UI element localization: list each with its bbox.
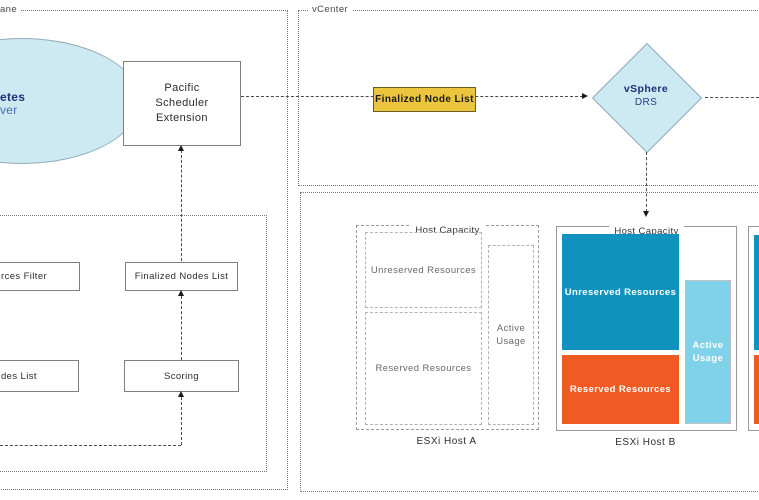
finalized-nodes-list-node: Finalized Nodes List	[125, 262, 238, 291]
connector-to-scoring-horizontal	[0, 445, 181, 446]
host-cluster-container	[300, 192, 759, 492]
host-a-capacity-label: Host Capacity	[410, 225, 485, 236]
finalized-nodes-list-label: Finalized Nodes List	[134, 271, 229, 282]
arrowhead-to-host-b	[642, 211, 649, 217]
connector-to-scoring-vertical	[181, 397, 182, 445]
pacific-line1: Pacific	[164, 82, 200, 94]
host-b-active-usage-label: Active Usage	[693, 339, 724, 365]
host-b-active-usage-box: Active Usage	[685, 280, 731, 424]
host-a-reserved-box: Reserved Resources	[365, 312, 482, 425]
scoring-label: Scoring	[163, 370, 199, 382]
host-b-unreserved-box: Unreserved Resources	[562, 234, 679, 350]
connector-scoring-to-finalized	[181, 296, 182, 360]
drs-line2: DRS	[634, 97, 658, 108]
host-b-active-line1: Active	[692, 340, 724, 351]
control-plane-label: ane	[0, 4, 22, 16]
vcenter-container	[298, 10, 759, 186]
host-b-capacity-heading: Host Capacity	[557, 221, 736, 239]
host-b-unreserved-label: Unreserved Resources	[564, 286, 677, 298]
nodes-list-label: des List	[1, 370, 37, 382]
host-b-active-line2: Usage	[692, 353, 724, 364]
connector-drs-to-host	[646, 152, 647, 212]
host-b-reserved-label: Reserved Resources	[569, 384, 672, 395]
host-a-unreserved-box: Unreserved Resources	[365, 232, 482, 308]
scoring-node: Scoring	[124, 360, 239, 392]
esxi-host-a: Host Capacity Unreserved Resources Reser…	[356, 225, 539, 430]
drs-line1: vSphere	[623, 83, 669, 95]
arrowhead-to-finalized-nodes	[177, 290, 184, 296]
pacific-line3: Extension	[156, 112, 208, 124]
pacific-scheduler-extension-label: Pacific Scheduler Extension	[155, 81, 208, 126]
host-a-active-usage-box: Active Usage	[488, 245, 534, 425]
arrowhead-to-pacific	[177, 145, 184, 151]
esxi-host-b: Host Capacity Unreserved Resources Reser…	[556, 226, 737, 431]
host-b-capacity-label: Host Capacity	[609, 226, 684, 237]
host-a-active-line2: Usage	[496, 336, 526, 347]
host-a-capacity-heading: Host Capacity	[357, 220, 538, 238]
pacific-scheduler-extension-node: Pacific Scheduler Extension	[123, 61, 241, 146]
kubernetes-api-server-line2: ver	[0, 103, 18, 117]
host-c-unreserved-box	[754, 235, 759, 350]
kubernetes-api-server-line1: etes	[0, 90, 26, 104]
control-plane-container	[0, 10, 288, 490]
vsphere-drs-label: vSphere DRS	[600, 83, 692, 109]
host-c-reserved-box	[754, 355, 759, 424]
host-a-unreserved-label: Unreserved Resources	[370, 264, 477, 276]
arrowhead-to-drs	[582, 93, 588, 99]
pacific-line2: Scheduler	[155, 97, 209, 109]
connector-drs-right	[705, 97, 759, 98]
resources-filter-label: rces Filter	[1, 271, 48, 282]
host-b-reserved-box: Reserved Resources	[562, 355, 679, 424]
esxi-host-a-name: ESXi Host A	[416, 436, 477, 447]
connector-finalized-to-pacific	[181, 150, 182, 261]
finalized-node-list-token: Finalized Node List	[373, 87, 476, 112]
vcenter-label: vCenter	[308, 4, 353, 16]
host-a-active-usage-label: Active Usage	[496, 322, 525, 348]
finalized-node-list-token-label: Finalized Node List	[375, 94, 474, 105]
esxi-host-c-clipped	[748, 226, 759, 431]
host-a-reserved-label: Reserved Resources	[375, 363, 472, 374]
host-a-active-line1: Active	[496, 323, 526, 334]
nodes-list-node: des List	[0, 360, 79, 392]
kubernetes-api-server-label: etes ver	[0, 91, 25, 117]
resources-filter-node: rces Filter	[0, 262, 80, 291]
arrowhead-to-scoring	[177, 391, 184, 397]
scheduler-pipeline-container	[0, 215, 267, 472]
esxi-host-b-name: ESXi Host B	[615, 437, 676, 448]
